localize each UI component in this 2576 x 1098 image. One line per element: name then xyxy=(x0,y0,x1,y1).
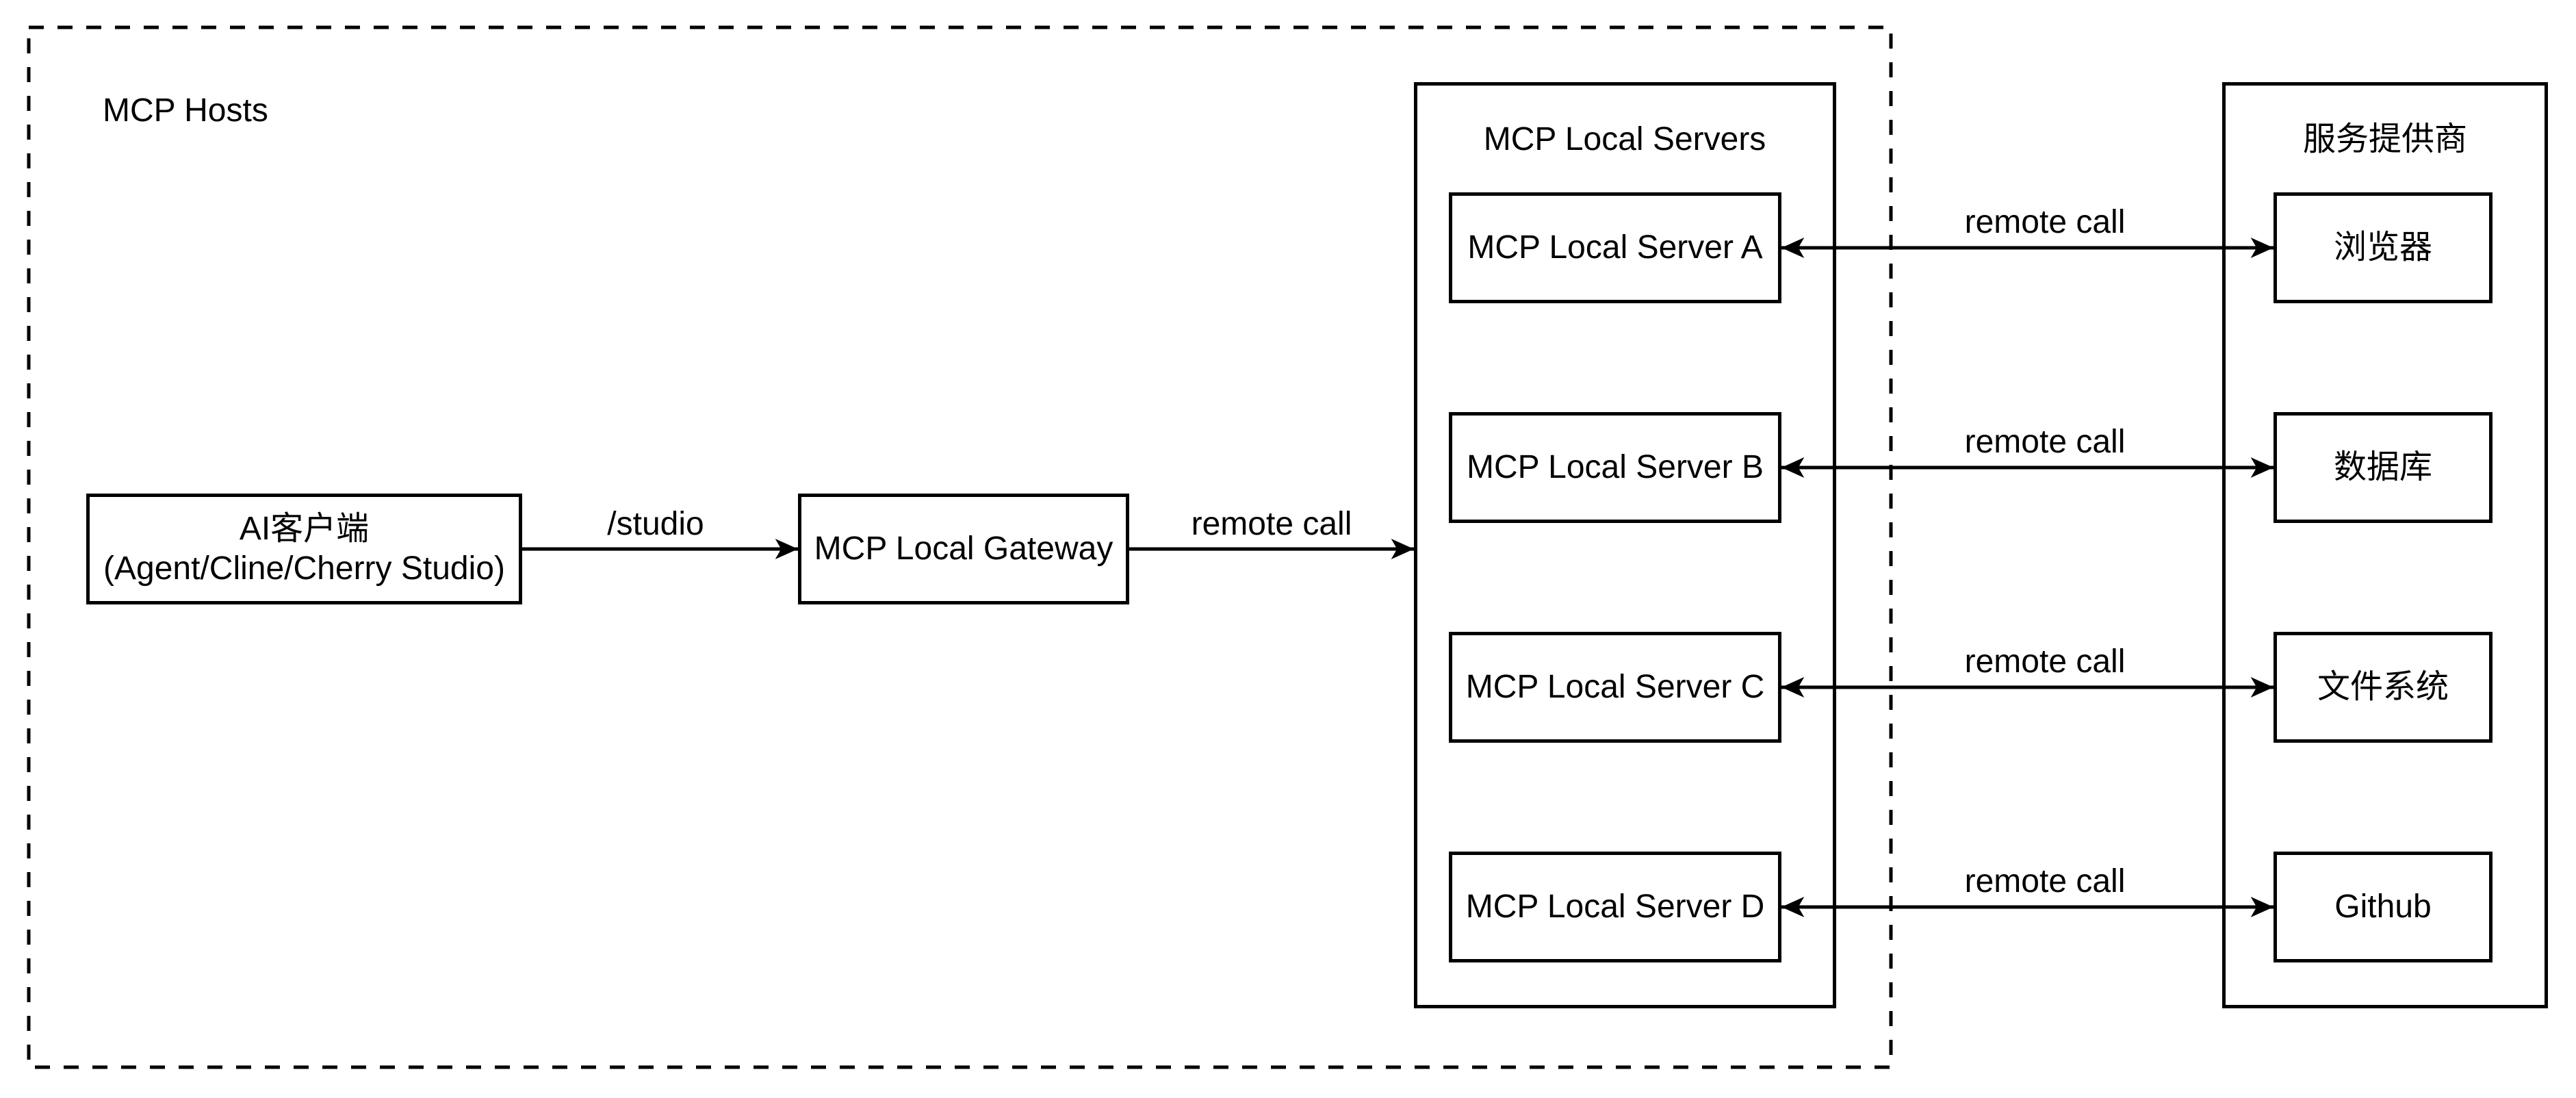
server-b-label: MCP Local Server B xyxy=(1467,449,1764,485)
mcp-local-servers-container xyxy=(1414,82,1836,1008)
edge-label-gateway-remote-call: remote call xyxy=(1187,507,1356,542)
provider-filesystem-label: 文件系统 xyxy=(2317,669,2449,705)
server-d-label: MCP Local Server D xyxy=(1465,889,1765,925)
server-c-label: MCP Local Server C xyxy=(1465,669,1765,705)
ai-client-label-line2: (Agent/Cline/Cherry Studio) xyxy=(103,550,505,587)
node-provider-database: 数据库 xyxy=(2274,412,2493,523)
ai-client-label-line1: AI客户端 xyxy=(239,511,370,547)
node-provider-browser: 浏览器 xyxy=(2274,192,2493,303)
node-provider-filesystem: 文件系统 xyxy=(2274,632,2493,743)
mcp-hosts-group-border xyxy=(27,25,1893,1069)
service-providers-title: 服务提供商 xyxy=(2302,121,2468,157)
node-mcp-local-server-b: MCP Local Server B xyxy=(1449,412,1781,523)
mcp-hosts-group-label: MCP Hosts xyxy=(103,92,268,129)
service-providers-container xyxy=(2222,82,2548,1008)
node-mcp-local-server-a: MCP Local Server A xyxy=(1449,192,1781,303)
node-mcp-local-gateway: MCP Local Gateway xyxy=(798,494,1129,604)
server-a-label: MCP Local Server A xyxy=(1467,229,1763,266)
edge-label-remote-call-row-b: remote call xyxy=(1960,424,2130,460)
provider-browser-label: 浏览器 xyxy=(2333,229,2432,266)
edge-label-remote-call-row-d: remote call xyxy=(1960,864,2130,899)
edge-label-remote-call-row-a: remote call xyxy=(1960,205,2130,240)
node-provider-github: Github xyxy=(2274,852,2493,962)
provider-github-label: Github xyxy=(2334,889,2432,925)
node-mcp-local-server-d: MCP Local Server D xyxy=(1449,852,1781,962)
edge-label-remote-call-row-c: remote call xyxy=(1960,644,2130,680)
provider-database-label: 数据库 xyxy=(2333,449,2432,485)
gateway-label: MCP Local Gateway xyxy=(814,531,1113,567)
node-mcp-local-server-c: MCP Local Server C xyxy=(1449,632,1781,743)
mcp-local-servers-title: MCP Local Servers xyxy=(1483,121,1766,157)
node-ai-client: AI客户端 (Agent/Cline/Cherry Studio) xyxy=(86,494,522,604)
edge-label-studio: /studio xyxy=(603,507,708,542)
